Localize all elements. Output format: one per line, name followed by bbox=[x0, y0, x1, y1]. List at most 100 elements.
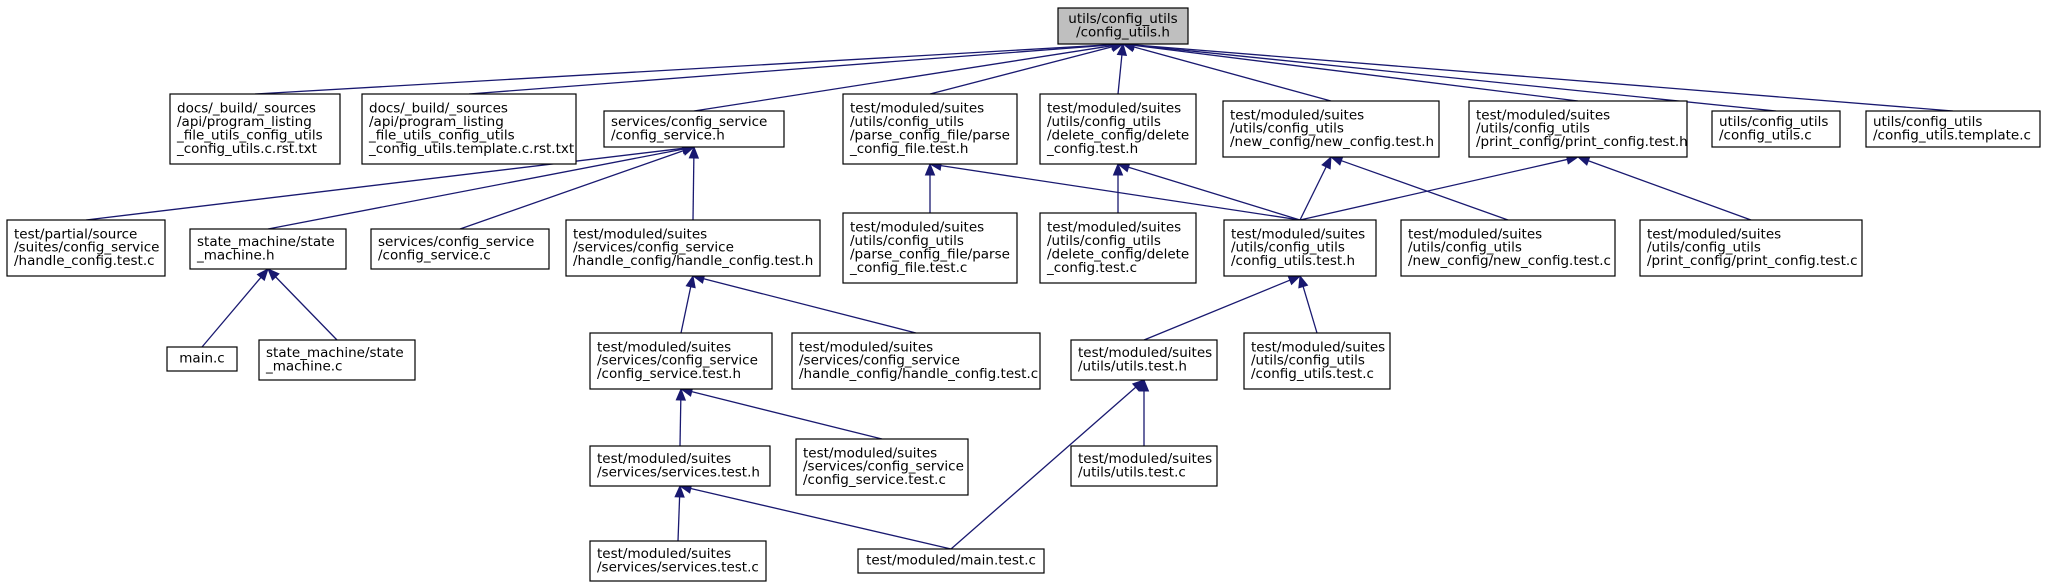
node-box[interactable] bbox=[169, 93, 341, 165]
node-label: utils/config_utils/config_utils.h bbox=[1068, 11, 1177, 40]
node-box[interactable] bbox=[1243, 332, 1391, 390]
node-st_c[interactable]: test/moduled/suites/services/services.te… bbox=[589, 540, 767, 582]
edge-sm_c-to-sm_h bbox=[275, 276, 338, 341]
node-box[interactable] bbox=[166, 346, 238, 372]
node-label: test/moduled/suites/utils/config_utils/p… bbox=[1476, 107, 1688, 150]
node-label-line: /config_utils.template.c bbox=[1873, 127, 2031, 143]
node-cu_c[interactable]: utils/config_utils/config_utils.c bbox=[1711, 110, 1841, 148]
node-cst_h[interactable]: test/moduled/suites/services/config_serv… bbox=[589, 332, 773, 390]
node-docs_c[interactable]: docs/_build/_sources/api/program_listing… bbox=[169, 93, 341, 165]
edge-cst_h-to-hc_h bbox=[680, 286, 692, 334]
node-box[interactable] bbox=[1039, 212, 1197, 284]
node-label-line: /parse_config_file/parse bbox=[850, 127, 1010, 143]
node-box[interactable] bbox=[258, 339, 416, 381]
node-st_h[interactable]: test/moduled/suites/services/services.te… bbox=[589, 445, 771, 487]
arrowhead-st_c-to-st_h bbox=[674, 484, 685, 498]
node-svc_h[interactable]: services/config_service/config_service.h bbox=[603, 110, 785, 148]
node-box[interactable] bbox=[361, 93, 577, 165]
edge-hc_c-to-hc_h bbox=[703, 278, 917, 334]
edge-svc_h-to-root bbox=[693, 45, 1113, 112]
node-new_h[interactable]: test/moduled/suites/utils/config_utils/n… bbox=[1222, 100, 1440, 158]
node-label-line: /services/config_service bbox=[597, 353, 758, 369]
node-partial[interactable]: test/partial/source/suites/config_servic… bbox=[6, 219, 166, 277]
node-box[interactable] bbox=[589, 332, 773, 390]
node-label-line: /utils/config_utils bbox=[1647, 240, 1761, 256]
node-print_h[interactable]: test/moduled/suites/utils/config_utils/p… bbox=[1468, 100, 1688, 158]
edge-st_h-to-cst_h bbox=[679, 399, 682, 447]
node-box[interactable] bbox=[1039, 93, 1197, 165]
node-label-line: services/config_service bbox=[378, 234, 534, 250]
node-label-line: /utils/config_utils bbox=[1408, 240, 1522, 256]
nodes-layer: utils/config_utils/config_utils.h docs/_b… bbox=[6, 7, 2041, 582]
node-box[interactable] bbox=[1865, 110, 2041, 148]
node-label-line: test/moduled/suites bbox=[850, 101, 984, 117]
node-box[interactable] bbox=[370, 228, 550, 270]
edge-docs_c-to-root bbox=[254, 43, 1113, 95]
node-box[interactable] bbox=[565, 219, 821, 277]
node-label-line: /api/program_listing bbox=[177, 114, 312, 130]
node-ut_c[interactable]: test/moduled/suites/utils/utils.test.c bbox=[1070, 445, 1218, 487]
node-label-line: _config_utils.c.rst.txt bbox=[176, 141, 317, 157]
node-cut_h[interactable]: test/moduled/suites/utils/config_utils/c… bbox=[1223, 219, 1377, 277]
node-box[interactable] bbox=[1222, 100, 1440, 158]
node-label-line: utils/config_utils bbox=[1068, 11, 1177, 27]
node-box[interactable] bbox=[795, 438, 969, 496]
node-box[interactable] bbox=[791, 332, 1041, 390]
node-hc_h[interactable]: test/moduled/suites/services/config_serv… bbox=[565, 219, 821, 277]
node-sm_h[interactable]: state_machine/state_machine.h bbox=[189, 228, 347, 270]
node-ut_h[interactable]: test/moduled/suites/utils/utils.test.h bbox=[1070, 339, 1218, 381]
node-svc_c[interactable]: services/config_service/config_service.c bbox=[370, 228, 550, 270]
node-box[interactable] bbox=[6, 219, 166, 277]
node-print_c[interactable]: test/moduled/suites/utils/config_utils/p… bbox=[1639, 219, 1863, 277]
node-label-line: /utils/config_utils bbox=[1047, 114, 1161, 130]
node-box[interactable] bbox=[1070, 445, 1218, 487]
node-label-line: /utils/utils.test.h bbox=[1078, 358, 1187, 374]
arrowhead-hc_h-to-svc_h bbox=[688, 145, 700, 159]
node-cst_c[interactable]: test/moduled/suites/services/config_serv… bbox=[795, 438, 969, 496]
node-mt_c[interactable]: test/moduled/main.test.c bbox=[857, 548, 1045, 574]
node-box[interactable] bbox=[1711, 110, 1841, 148]
node-box[interactable] bbox=[603, 110, 785, 148]
node-hc_c[interactable]: test/moduled/suites/services/config_serv… bbox=[791, 332, 1041, 390]
node-label-line: /handle_config/handle_config.test.h bbox=[573, 253, 813, 269]
node-label: test/moduled/suites/utils/utils.test.c bbox=[1078, 451, 1212, 480]
node-box[interactable] bbox=[1468, 100, 1688, 158]
node-box[interactable] bbox=[1223, 219, 1377, 277]
node-sm_c[interactable]: state_machine/state_machine.c bbox=[258, 339, 416, 381]
arrowhead-parse_c-to-parse_h bbox=[924, 162, 936, 176]
node-label-line: test/moduled/suites bbox=[799, 339, 933, 355]
node-new_c[interactable]: test/moduled/suites/utils/config_utils/n… bbox=[1400, 219, 1616, 277]
node-box[interactable] bbox=[589, 445, 771, 487]
node-box[interactable] bbox=[842, 212, 1018, 284]
node-docs_t[interactable]: docs/_build/_sources/api/program_listing… bbox=[361, 93, 577, 165]
node-label-line: _config.test.h bbox=[1046, 141, 1138, 157]
node-label-line: state_machine/state bbox=[266, 345, 404, 361]
node-delete_c[interactable]: test/moduled/suites/utils/config_utils/d… bbox=[1039, 212, 1197, 284]
node-label-line: /utils/config_utils bbox=[850, 114, 964, 130]
node-label-line: test/moduled/suites bbox=[573, 226, 707, 242]
node-main_c[interactable]: main.c bbox=[166, 346, 238, 372]
node-parse_c[interactable]: test/moduled/suites/utils/config_utils/p… bbox=[842, 212, 1018, 284]
node-label-line: docs/_build/_sources bbox=[177, 101, 316, 117]
node-label-line: test/partial/source bbox=[14, 226, 137, 242]
edge-sm_h-to-svc_h bbox=[267, 148, 684, 230]
node-box[interactable] bbox=[857, 548, 1045, 574]
node-box[interactable] bbox=[1070, 339, 1218, 381]
node-label-line: /utils/config_utils bbox=[1230, 121, 1344, 137]
node-label-line: /new_config/new_config.test.c bbox=[1408, 253, 1611, 269]
node-label-line: /utils/config_utils bbox=[850, 233, 964, 249]
node-cu_tpl[interactable]: utils/config_utils/config_utils.template… bbox=[1865, 110, 2041, 148]
node-box[interactable] bbox=[589, 540, 767, 582]
node-box[interactable] bbox=[1400, 219, 1616, 277]
node-box[interactable] bbox=[842, 93, 1018, 165]
node-delete_h[interactable]: test/moduled/suites/utils/config_utils/d… bbox=[1039, 93, 1197, 165]
node-box[interactable] bbox=[189, 228, 347, 270]
edge-cut_c-to-cut_h bbox=[1302, 286, 1318, 334]
node-root[interactable]: utils/config_utils/config_utils.h bbox=[1057, 7, 1189, 45]
node-box[interactable] bbox=[1057, 7, 1189, 45]
node-box[interactable] bbox=[1639, 219, 1863, 277]
node-label-line: utils/config_utils bbox=[1873, 114, 1982, 130]
node-label-line: /print_config/print_config.test.c bbox=[1647, 253, 1858, 269]
node-cut_c[interactable]: test/moduled/suites/utils/config_utils/c… bbox=[1243, 332, 1391, 390]
node-parse_h[interactable]: test/moduled/suites/utils/config_utils/p… bbox=[842, 93, 1018, 165]
